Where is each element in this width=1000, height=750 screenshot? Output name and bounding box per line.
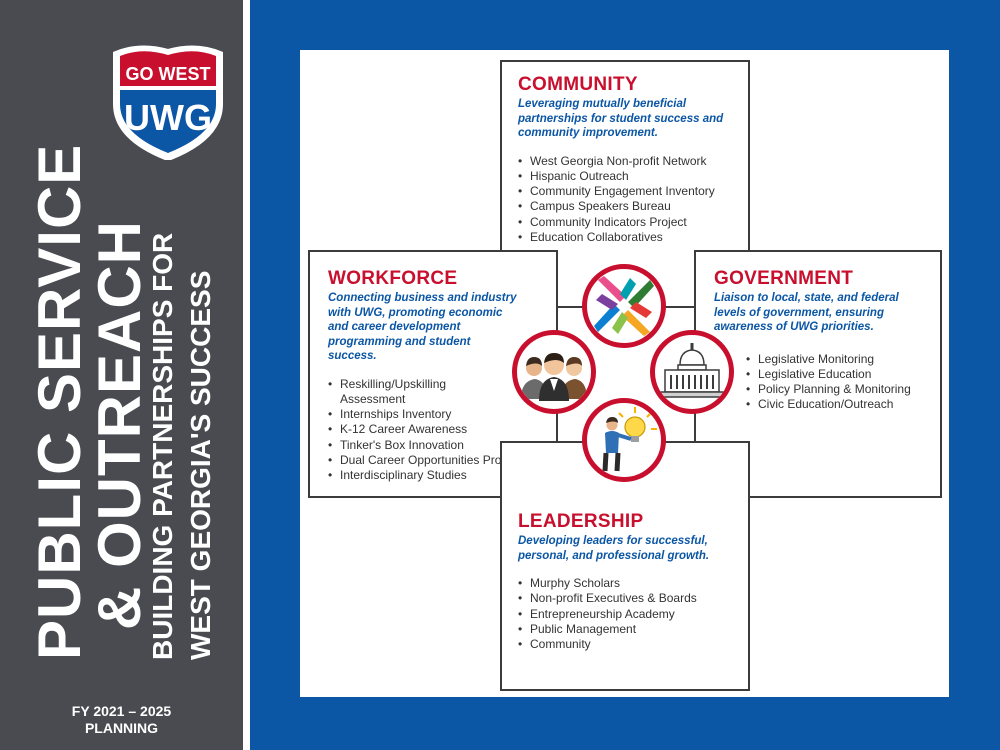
list-item: Community: [518, 637, 734, 653]
logo-uwg-text: UWG: [124, 97, 212, 138]
list-item: Non-profit Executives & Boards: [518, 591, 734, 607]
list-item: Public Management: [518, 622, 734, 638]
community-circle: [582, 264, 666, 348]
government-description: Liaison to local, state, and federal lev…: [714, 292, 899, 333]
lightbulb-person-icon: [602, 407, 657, 472]
list-item: Community Engagement Inventory: [518, 184, 734, 200]
government-heading: GOVERNMENT: [714, 268, 854, 289]
leadership-heading: LEADERSHIP: [518, 511, 644, 532]
fiscal-year-line-2: PLANNING: [84, 720, 159, 736]
list-item: K-12 Career Awareness: [328, 422, 542, 438]
list-item: Murphy Scholars: [518, 576, 734, 592]
leadership-circle: [582, 398, 666, 482]
capitol-icon: [660, 343, 724, 398]
list-item: Hispanic Outreach: [518, 169, 734, 185]
government-list: Legislative Monitoring Legislative Educa…: [714, 352, 930, 413]
community-description: Leveraging mutually beneficial partnersh…: [518, 98, 724, 139]
list-item: Legislative Monitoring: [746, 352, 930, 368]
list-item: West Georgia Non-profit Network: [518, 154, 734, 170]
list-item: Interdisciplinary Studies: [328, 468, 542, 484]
list-item: Reskilling/Upskilling Assessment: [328, 377, 463, 408]
government-box: GOVERNMENT Liaison to local, state, and …: [694, 250, 942, 498]
list-item: Community Indicators Project: [518, 215, 734, 231]
uwg-logo: GO WEST UWG: [113, 45, 223, 160]
hands-icon: [594, 276, 654, 336]
sidebar-divider: [243, 0, 250, 750]
workforce-circle: [512, 330, 596, 414]
workforce-list: Reskilling/Upskilling Assessment Interns…: [328, 377, 542, 484]
logo-go-west-text: GO WEST: [126, 64, 211, 84]
list-item: Internships Inventory: [328, 407, 542, 423]
list-item: Dual Career Opportunities Program: [328, 453, 542, 469]
list-item: Policy Planning & Monitoring: [746, 382, 930, 398]
government-circle: [650, 330, 734, 414]
people-icon: [521, 353, 587, 401]
list-item: Education Collaboratives: [518, 230, 734, 246]
title-line-1: PUBLIC SERVICE: [26, 143, 93, 660]
list-item: Legislative Education: [746, 367, 930, 383]
fiscal-year-line-1: FY 2021 – 2025: [71, 703, 172, 719]
fiscal-year-label: FY 2021 – 2025 PLANNING: [0, 703, 243, 737]
community-list: West Georgia Non-profit Network Hispanic…: [518, 154, 734, 246]
sidebar: PUBLIC SERVICE & OUTREACH BUILDING PARTN…: [0, 0, 243, 750]
subtitle-line-1: BUILDING PARTNERSHIPS FOR: [147, 232, 178, 660]
community-heading: COMMUNITY: [518, 74, 638, 95]
leadership-box: LEADERSHIP Developing leaders for succes…: [500, 441, 750, 691]
subtitle-line-2: WEST GEORGIA'S SUCCESS: [185, 270, 216, 660]
leadership-description: Developing leaders for successful, perso…: [518, 535, 710, 562]
list-item: Entrepreneurship Academy: [518, 607, 734, 623]
title-line-2: & OUTREACH: [86, 220, 153, 630]
leadership-list: Murphy Scholars Non-profit Executives & …: [518, 576, 734, 653]
workforce-description: Connecting business and industry with UW…: [328, 292, 517, 362]
workforce-heading: WORKFORCE: [328, 268, 458, 289]
list-item: Civic Education/Outreach: [746, 397, 930, 413]
list-item: Campus Speakers Bureau: [518, 199, 734, 215]
list-item: Tinker's Box Innovation: [328, 438, 542, 454]
